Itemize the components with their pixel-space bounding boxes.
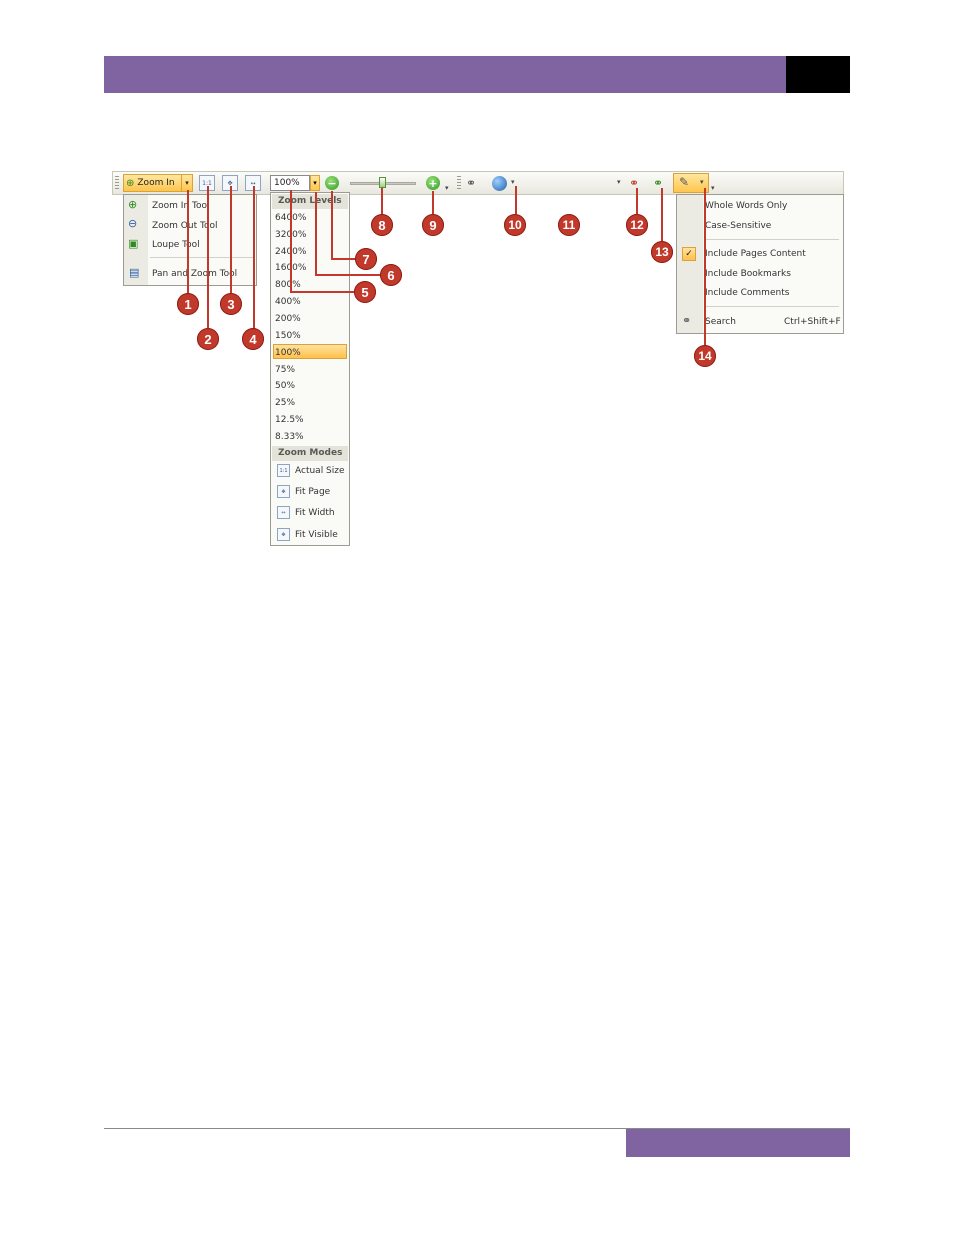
find-next-icon[interactable]: ⚭ [653, 176, 664, 190]
find-previous-icon[interactable]: ⚭ [629, 176, 640, 190]
fit-width-mode-icon: ↔ [277, 506, 290, 519]
zoom-level-item[interactable]: 150% [275, 331, 301, 341]
toolbar-grip[interactable] [115, 176, 119, 190]
zoom-out-icon[interactable]: − [325, 176, 339, 190]
zoom-in-icon: ⊕ [126, 177, 135, 189]
callout-badge: 10 [504, 214, 526, 236]
menu-icon-strip [677, 195, 703, 333]
zoom-level-dropdown[interactable]: ▾ [310, 175, 320, 191]
overflow-chevron-icon[interactable]: ▾ [445, 184, 449, 192]
search-options-menu: Whole Words Only Case-Sensitive ✓ Includ… [676, 194, 844, 334]
zoom-tool-menu: ⊕ Zoom In Tool ⊖ Zoom Out Tool ▣ Loupe T… [123, 194, 257, 286]
zoom-level-item[interactable]: 75% [275, 365, 296, 375]
search-shortcut: Ctrl+Shift+F [784, 317, 841, 327]
callout-badge: 12 [626, 214, 648, 236]
zoom-modes-header: Zoom Modes [272, 446, 348, 461]
menu-icon-strip [124, 195, 148, 285]
zoom-level-item[interactable]: 200% [275, 314, 301, 324]
search-options-icon: ✎ [679, 175, 690, 189]
callout-badge: 13 [651, 241, 673, 263]
include-bookmarks-item[interactable]: Include Bookmarks [705, 269, 791, 279]
zoom-level-item[interactable]: 1600% [275, 263, 307, 273]
zoom-level-item[interactable]: 6400% [275, 213, 307, 223]
pan-zoom-tool-item[interactable]: Pan and Zoom Tool [152, 269, 238, 279]
fit-width-icon[interactable]: ↔ [245, 175, 261, 191]
toolbar-overflow-icon[interactable]: ▾ [711, 184, 715, 192]
zoom-in-tool-icon: ⊕ [128, 198, 138, 211]
zoom-in-button[interactable]: ⊕ Zoom In ▾ [123, 174, 193, 192]
callout-badge: 4 [242, 328, 264, 350]
menu-separator [705, 306, 839, 307]
zoom-level-input[interactable]: 100% [270, 175, 310, 191]
toolbar-grip-2[interactable] [457, 176, 461, 190]
callout-badge: 1 [177, 293, 199, 315]
find-binoculars-icon[interactable]: ⚭ [466, 176, 477, 190]
callout-badge: 11 [558, 214, 580, 236]
callout-badge: 6 [380, 264, 402, 286]
loupe-tool-item[interactable]: Loupe Tool [152, 240, 200, 250]
include-comments-item[interactable]: Include Comments [705, 288, 790, 298]
fit-page-icon[interactable]: ✥ [222, 175, 238, 191]
checkmark-icon: ✓ [682, 247, 696, 261]
zoom-mode-fit-visible[interactable]: Fit Visible [295, 530, 338, 540]
whole-words-only-item[interactable]: Whole Words Only [705, 201, 788, 211]
zoom-level-item[interactable]: 50% [275, 381, 296, 391]
zoom-mode-actual-size[interactable]: Actual Size [295, 466, 345, 476]
fit-page-mode-icon: ✥ [277, 485, 290, 498]
zoom-in-plus-icon[interactable]: + [426, 176, 440, 190]
case-sensitive-item[interactable]: Case-Sensitive [705, 221, 772, 231]
menu-separator [705, 239, 839, 240]
search-text-field[interactable] [526, 174, 614, 192]
actual-size-mode-icon: 1:1 [277, 464, 290, 477]
zoom-level-item[interactable]: 400% [275, 297, 301, 307]
search-options-button[interactable] [673, 173, 709, 193]
globe-dropdown-arrow[interactable]: ▾ [511, 178, 515, 186]
callout-badge: 2 [197, 328, 219, 350]
zoom-out-tool-icon: ⊖ [128, 217, 138, 230]
header-bar [104, 56, 786, 93]
zoom-level-selected-highlight [273, 344, 347, 359]
search-binoculars-icon: ⚭ [682, 314, 692, 327]
zoom-level-item[interactable]: 12.5% [275, 415, 304, 425]
callout-badge: 9 [422, 214, 444, 236]
callout-badge: 7 [355, 248, 377, 270]
zoom-level-item[interactable]: 800% [275, 280, 301, 290]
callout-badge: 3 [220, 293, 242, 315]
zoom-level-item[interactable]: 25% [275, 398, 296, 408]
globe-icon[interactable] [492, 176, 507, 191]
zoom-level-item[interactable]: 8.33% [275, 432, 304, 442]
zoom-level-item[interactable]: 3200% [275, 230, 307, 240]
pan-zoom-tool-icon: ▤ [129, 266, 140, 279]
callout-badge: 5 [354, 281, 376, 303]
zoom-levels-header: Zoom Levels [272, 194, 348, 209]
loupe-tool-icon: ▣ [128, 237, 139, 250]
zoom-slider-thumb[interactable] [379, 177, 386, 188]
zoom-in-dropdown-arrow[interactable]: ▾ [181, 175, 192, 191]
footer-rule [104, 1128, 850, 1129]
zoom-mode-fit-page[interactable]: Fit Page [295, 487, 331, 497]
include-pages-content-item[interactable]: Include Pages Content [705, 249, 806, 259]
search-history-arrow[interactable]: ▾ [617, 178, 621, 186]
zoom-level-item-selected[interactable]: 100% [275, 348, 301, 358]
search-options-dropdown-arrow[interactable]: ▾ [700, 178, 704, 186]
footer-bar [626, 1129, 850, 1157]
zoom-mode-fit-width[interactable]: Fit Width [295, 508, 335, 518]
zoom-in-label: Zoom In [137, 178, 175, 188]
actual-size-icon[interactable]: 1:1 [199, 175, 215, 191]
fit-visible-mode-icon: ✥ [277, 528, 290, 541]
zoom-levels-menu: Zoom Levels 6400% 3200% 2400% 1600% 800%… [270, 192, 350, 546]
zoom-in-tool-item[interactable]: Zoom In Tool [152, 201, 210, 211]
zoom-out-tool-item[interactable]: Zoom Out Tool [152, 221, 218, 231]
menu-separator [150, 257, 254, 258]
zoom-level-item[interactable]: 2400% [275, 247, 307, 257]
callout-badge: 8 [371, 214, 393, 236]
search-item[interactable]: Search [705, 317, 736, 327]
header-page-tab [786, 56, 850, 93]
callout-badge: 14 [694, 345, 716, 367]
